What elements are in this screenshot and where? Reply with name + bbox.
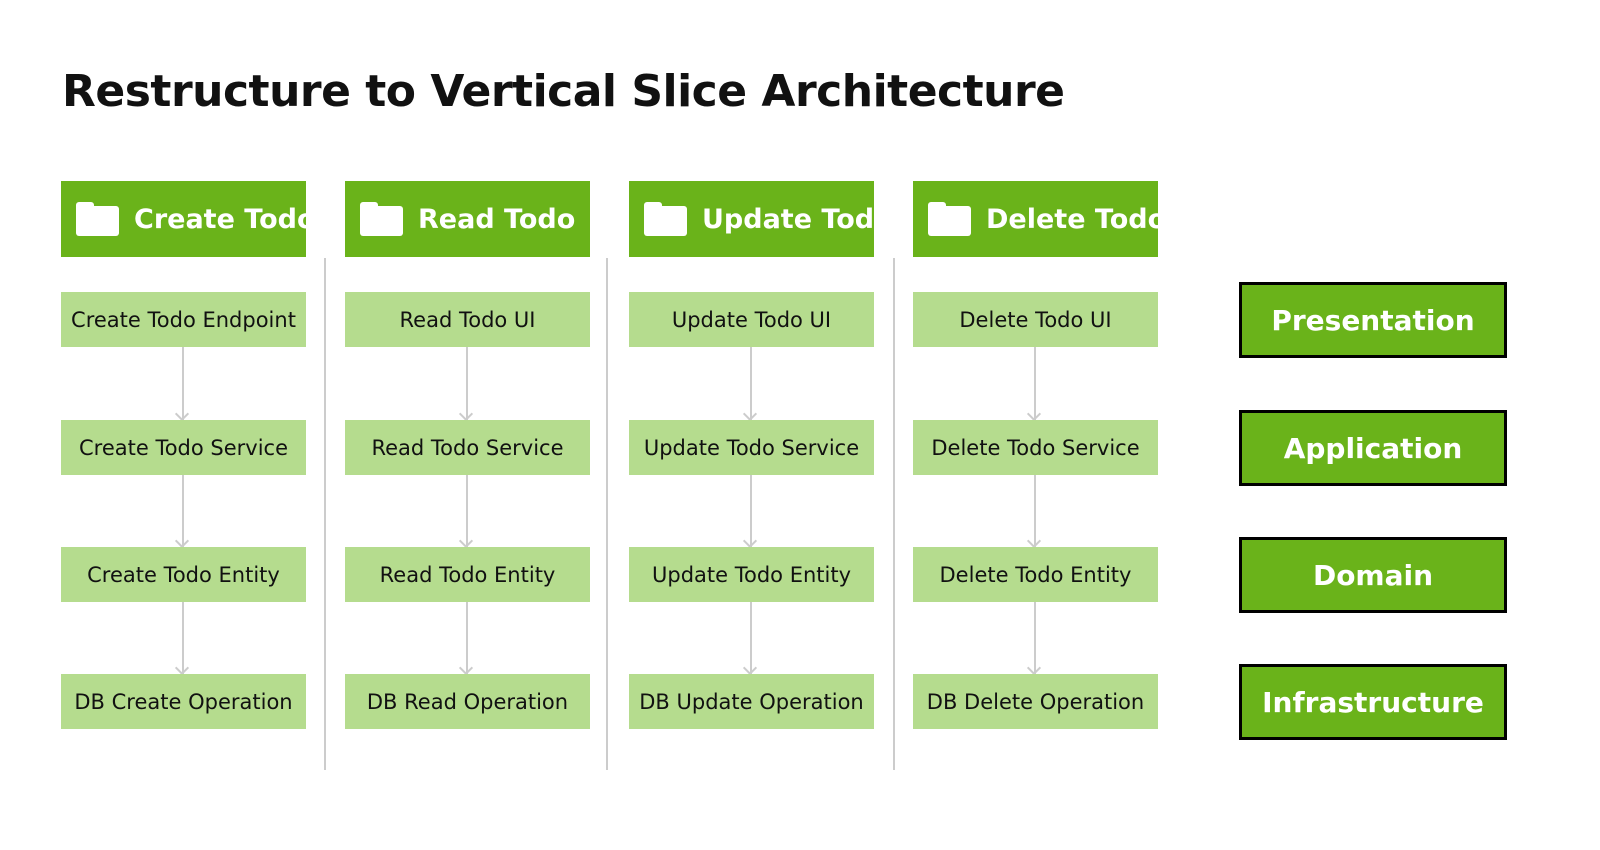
slice-header-label: Update Todo	[702, 203, 893, 235]
slice-item: Create Todo Endpoint	[61, 292, 306, 347]
folder-icon	[360, 202, 403, 236]
arrow-down-icon	[182, 347, 184, 420]
slice-item: DB Create Operation	[61, 674, 306, 729]
slice-item: Read Todo Service	[345, 420, 590, 475]
slice-divider	[893, 258, 895, 770]
arrow-down-icon	[182, 475, 184, 547]
slice-item: Create Todo Service	[61, 420, 306, 475]
slice-header-create-todo: Create Todo	[61, 181, 316, 257]
arrow-down-icon	[466, 475, 468, 547]
arrow-down-icon	[466, 602, 468, 674]
layer-presentation: Presentation	[1239, 282, 1507, 358]
arrow-down-icon	[1034, 602, 1036, 674]
slice-item: Update Todo Entity	[629, 547, 874, 602]
layer-application: Application	[1239, 410, 1507, 486]
slice-item: Read Todo Entity	[345, 547, 590, 602]
folder-icon	[76, 202, 119, 236]
slice-divider	[606, 258, 608, 770]
folder-icon	[928, 202, 971, 236]
slice-header-update-todo: Update Todo	[629, 181, 893, 257]
arrow-down-icon	[750, 602, 752, 674]
layer-infrastructure: Infrastructure	[1239, 664, 1507, 740]
slice-header-label: Create Todo	[134, 203, 316, 235]
arrow-down-icon	[1034, 475, 1036, 547]
arrow-down-icon	[466, 347, 468, 420]
folder-icon	[644, 202, 687, 236]
slice-item: Delete Todo UI	[913, 292, 1158, 347]
slice-divider	[324, 258, 326, 770]
slice-item: DB Delete Operation	[913, 674, 1158, 729]
layer-domain: Domain	[1239, 537, 1507, 613]
page-title: Restructure to Vertical Slice Architectu…	[62, 66, 1065, 117]
arrow-down-icon	[1034, 347, 1036, 420]
slice-item: Read Todo UI	[345, 292, 590, 347]
slice-item: Update Todo Service	[629, 420, 874, 475]
arrow-down-icon	[182, 602, 184, 674]
slice-item: Create Todo Entity	[61, 547, 306, 602]
arrow-down-icon	[750, 475, 752, 547]
slice-item: DB Read Operation	[345, 674, 590, 729]
slice-item: Delete Todo Service	[913, 420, 1158, 475]
arrow-down-icon	[750, 347, 752, 420]
slice-header-label: Read Todo	[418, 203, 576, 235]
slice-header-delete-todo: Delete Todo	[913, 181, 1166, 257]
slice-item: DB Update Operation	[629, 674, 874, 729]
slice-item: Update Todo UI	[629, 292, 874, 347]
slice-item: Delete Todo Entity	[913, 547, 1158, 602]
slice-header-label: Delete Todo	[986, 203, 1167, 235]
slice-header-read-todo: Read Todo	[345, 181, 590, 257]
